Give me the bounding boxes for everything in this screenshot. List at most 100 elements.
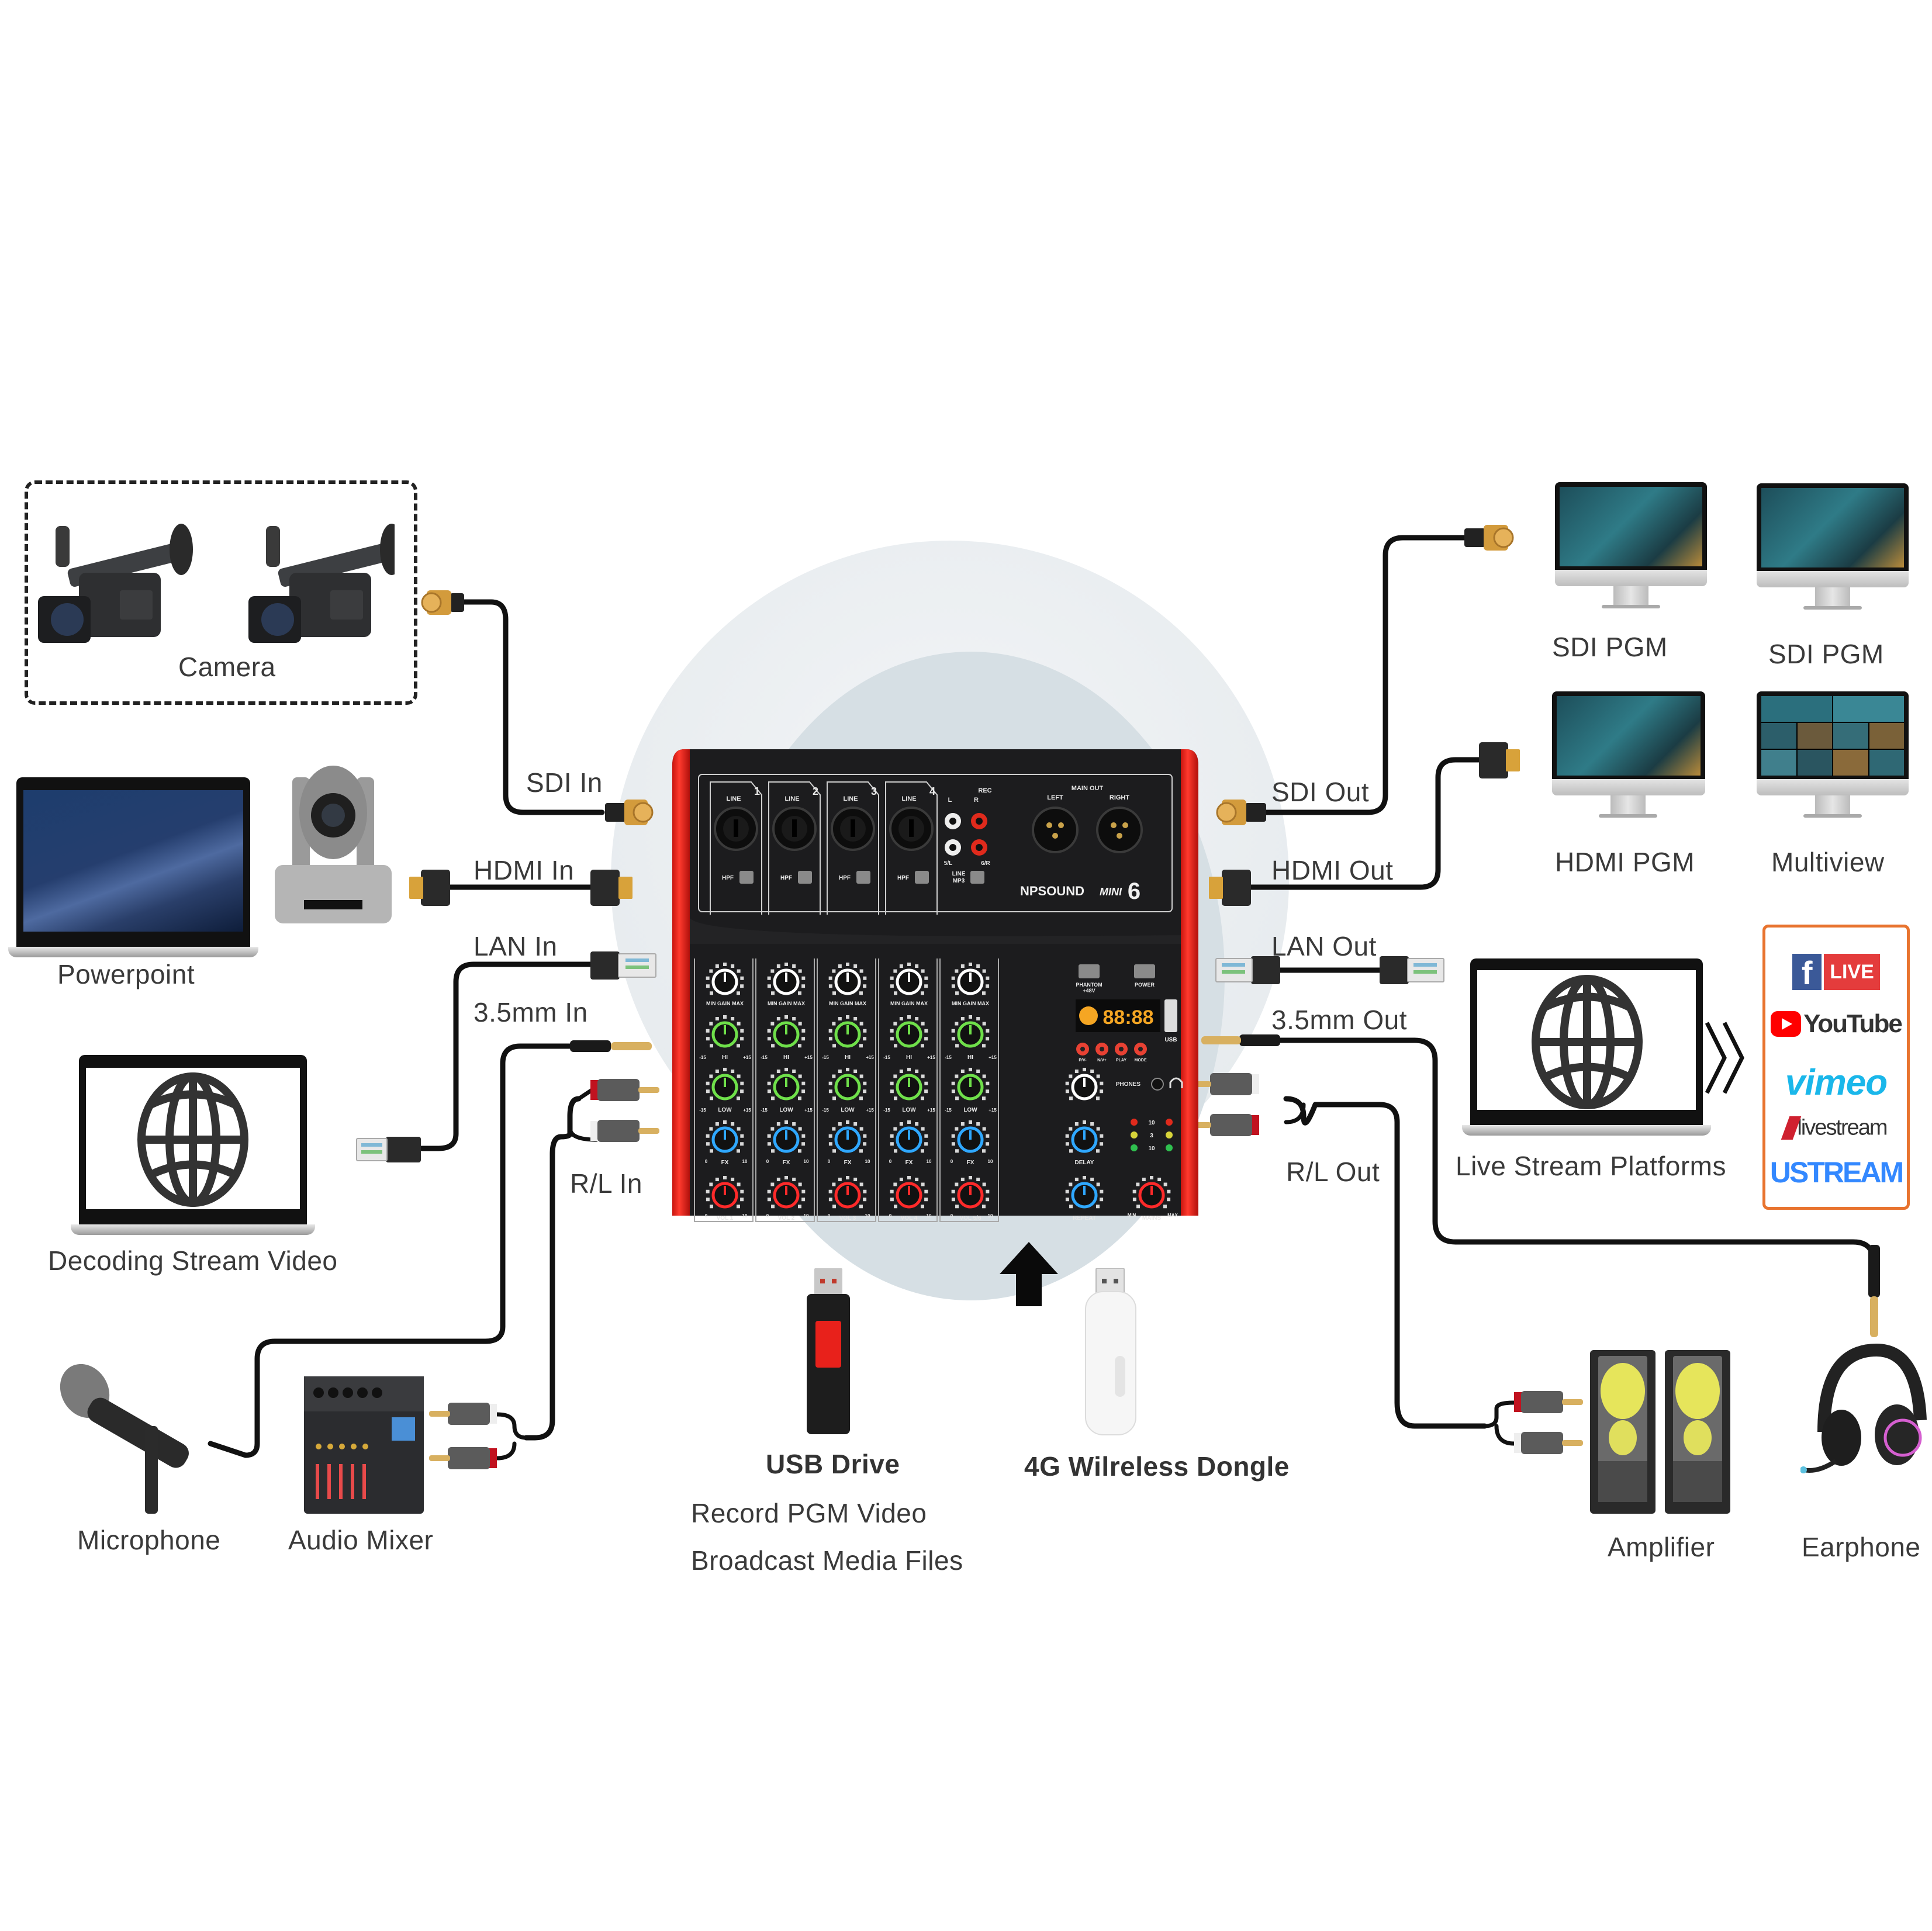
- phones-label: PHONES: [1116, 1081, 1141, 1088]
- hi-eq-knob[interactable]: [951, 1015, 990, 1048]
- fx-knob[interactable]: [706, 1120, 744, 1153]
- scale-max-label: 10: [742, 1213, 748, 1219]
- port-label-hdmi-in: HDMI In: [474, 855, 575, 885]
- fx-knob[interactable]: [767, 1120, 806, 1153]
- hi-eq-knob[interactable]: [828, 1015, 867, 1048]
- gain-knob[interactable]: [951, 963, 990, 995]
- eq-min-label: -15: [945, 1055, 952, 1060]
- rca-connector-mixer-white: [429, 1403, 497, 1425]
- hdmi-connector-monitor: [1479, 742, 1520, 778]
- hpf-button[interactable]: [739, 871, 754, 884]
- volume-label: VOL 4: [901, 1215, 918, 1221]
- volume-knob[interactable]: [828, 1176, 867, 1209]
- repeat-label: REPEAT: [1073, 1215, 1096, 1221]
- port-label-3-5mm-in: 3.5mm In: [474, 997, 588, 1027]
- line-label: LINE: [784, 795, 799, 802]
- broadcast-media-label: Broadcast Media Files: [691, 1545, 963, 1576]
- livestream-logo[interactable]: livestream: [1765, 1115, 1907, 1140]
- scale-max-label: 10: [927, 1159, 932, 1164]
- scale-max-label: 10: [804, 1159, 809, 1164]
- lan-connector-mixer-out: [1215, 956, 1280, 984]
- gain-knob[interactable]: [767, 963, 806, 995]
- scale-max-label: 10: [988, 1213, 993, 1219]
- rca-connector-amp-red: [1514, 1391, 1583, 1413]
- hi-eq-knob[interactable]: [767, 1015, 806, 1048]
- low-eq-knob[interactable]: [828, 1068, 867, 1101]
- usb-drive-label: USB Drive: [766, 1449, 900, 1479]
- lan-connector-mixer-in: [590, 951, 656, 980]
- hdmi-connector-mixer-out: [1209, 870, 1251, 906]
- youtube-logo[interactable]: YouTube: [1765, 1009, 1907, 1046]
- gain-knob[interactable]: [706, 963, 744, 995]
- line-mp3-button[interactable]: [970, 871, 984, 884]
- gain-knob[interactable]: [890, 963, 928, 995]
- amplifier-speakers-icon: [1590, 1350, 1730, 1514]
- mains-knob[interactable]: [1132, 1176, 1171, 1209]
- main-right-label: RIGHT: [1110, 794, 1130, 801]
- platform-vimeo[interactable]: vimeo: [1785, 1063, 1888, 1103]
- bnc-connector-out: [1464, 525, 1514, 551]
- rca-connector-in-red: [590, 1079, 659, 1101]
- player-button-label: MODE: [1135, 1058, 1147, 1063]
- power-switch[interactable]: [1134, 964, 1155, 978]
- line-label: LINE: [952, 871, 966, 877]
- fx-knob[interactable]: [890, 1120, 928, 1153]
- volume-knob[interactable]: [951, 1176, 990, 1209]
- gain-knob[interactable]: [828, 963, 867, 995]
- display-readout: 88:88: [1103, 1006, 1154, 1029]
- gain-label: MIN GAIN MAX: [768, 1001, 805, 1006]
- hpf-button[interactable]: [915, 871, 929, 884]
- headphone-icon: [1169, 1077, 1183, 1088]
- hi-eq-knob[interactable]: [890, 1015, 928, 1048]
- display-disc-icon: [1079, 1006, 1098, 1025]
- delay-label: DELAY: [1075, 1160, 1094, 1166]
- volume-knob[interactable]: [890, 1176, 928, 1209]
- camera-group: [25, 480, 417, 705]
- channel-number: 3: [871, 785, 877, 797]
- youtube-play-icon: [1771, 1011, 1802, 1037]
- ptz-camera-icon: [275, 766, 392, 923]
- double-chevron-icon: [1705, 1022, 1744, 1094]
- volume-knob[interactable]: [706, 1176, 744, 1209]
- fx-knob[interactable]: [951, 1120, 990, 1153]
- phantom-switch[interactable]: [1079, 964, 1100, 978]
- low-label: LOW: [902, 1107, 916, 1113]
- main-out-label: MAIN OUT: [1072, 785, 1104, 792]
- low-eq-knob[interactable]: [706, 1068, 744, 1101]
- low-eq-knob[interactable]: [767, 1068, 806, 1101]
- delay-knob[interactable]: [1065, 1120, 1104, 1153]
- fx-knob[interactable]: [828, 1120, 867, 1153]
- phones-knob[interactable]: [1065, 1068, 1104, 1101]
- hi-eq-knob[interactable]: [706, 1015, 744, 1048]
- power-label: POWER: [1135, 982, 1155, 988]
- cable-3-5mm-in: [208, 1043, 582, 1458]
- mains-min-label: MIN: [1128, 1213, 1136, 1218]
- low-eq-knob[interactable]: [890, 1068, 928, 1101]
- scale-min-label: 0: [828, 1213, 831, 1219]
- repeat-knob[interactable]: [1065, 1176, 1104, 1209]
- volume-knob[interactable]: [767, 1176, 806, 1209]
- audio-mixer-label: Audio Mixer: [288, 1525, 434, 1555]
- eq-max-label: +15: [927, 1055, 935, 1060]
- platform-livestream: livestream: [1797, 1115, 1888, 1140]
- model-name: MINI: [1100, 886, 1122, 898]
- hpf-button[interactable]: [798, 871, 812, 884]
- rca-connector-in-white: [590, 1120, 659, 1142]
- low-eq-knob[interactable]: [951, 1068, 990, 1101]
- eq-max-label: +15: [866, 1055, 874, 1060]
- platform-ustream[interactable]: USTREAM: [1769, 1156, 1904, 1189]
- hi-label: HI: [783, 1054, 789, 1061]
- scale-max-label: 10: [865, 1159, 870, 1164]
- eq-min-label: -15: [761, 1055, 768, 1060]
- mains-max-label: MAX: [1167, 1213, 1178, 1218]
- cable-sdi-out: [1248, 535, 1476, 815]
- ch6-label: 6/R: [981, 860, 990, 867]
- hpf-button[interactable]: [856, 871, 870, 884]
- scale-min-label: 0: [951, 1213, 953, 1219]
- xlr-output: [1096, 807, 1143, 853]
